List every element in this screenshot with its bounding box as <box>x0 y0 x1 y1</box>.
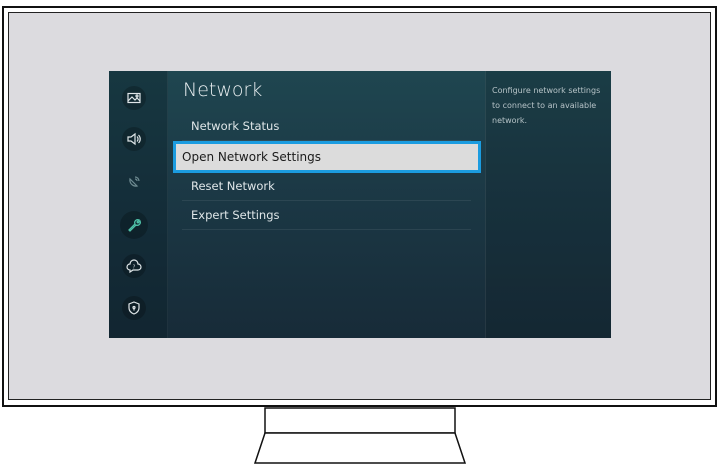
menu-item-open-network-settings[interactable]: Open Network Settings <box>173 141 481 173</box>
tv-screen: ? Network Network Status Open Network Se… <box>109 71 611 338</box>
menu-item-reset-network[interactable]: Reset Network <box>182 171 471 201</box>
picture-icon[interactable] <box>122 86 146 110</box>
page-title: Network <box>183 79 263 101</box>
menu-item-expert-settings[interactable]: Expert Settings <box>182 200 471 230</box>
broadcasting-icon[interactable] <box>122 170 146 194</box>
svg-text:?: ? <box>133 265 136 271</box>
menu-item-network-status[interactable]: Network Status <box>182 111 471 141</box>
support-icon[interactable]: ? <box>122 254 146 278</box>
sound-icon[interactable] <box>122 127 146 151</box>
wrench-icon[interactable] <box>120 211 148 239</box>
privacy-shield-icon[interactable] <box>122 296 146 320</box>
description-panel: Configure network settings to connect to… <box>485 71 611 338</box>
description-text: Configure network settings to connect to… <box>492 86 601 125</box>
settings-sidebar: ? <box>109 71 168 338</box>
